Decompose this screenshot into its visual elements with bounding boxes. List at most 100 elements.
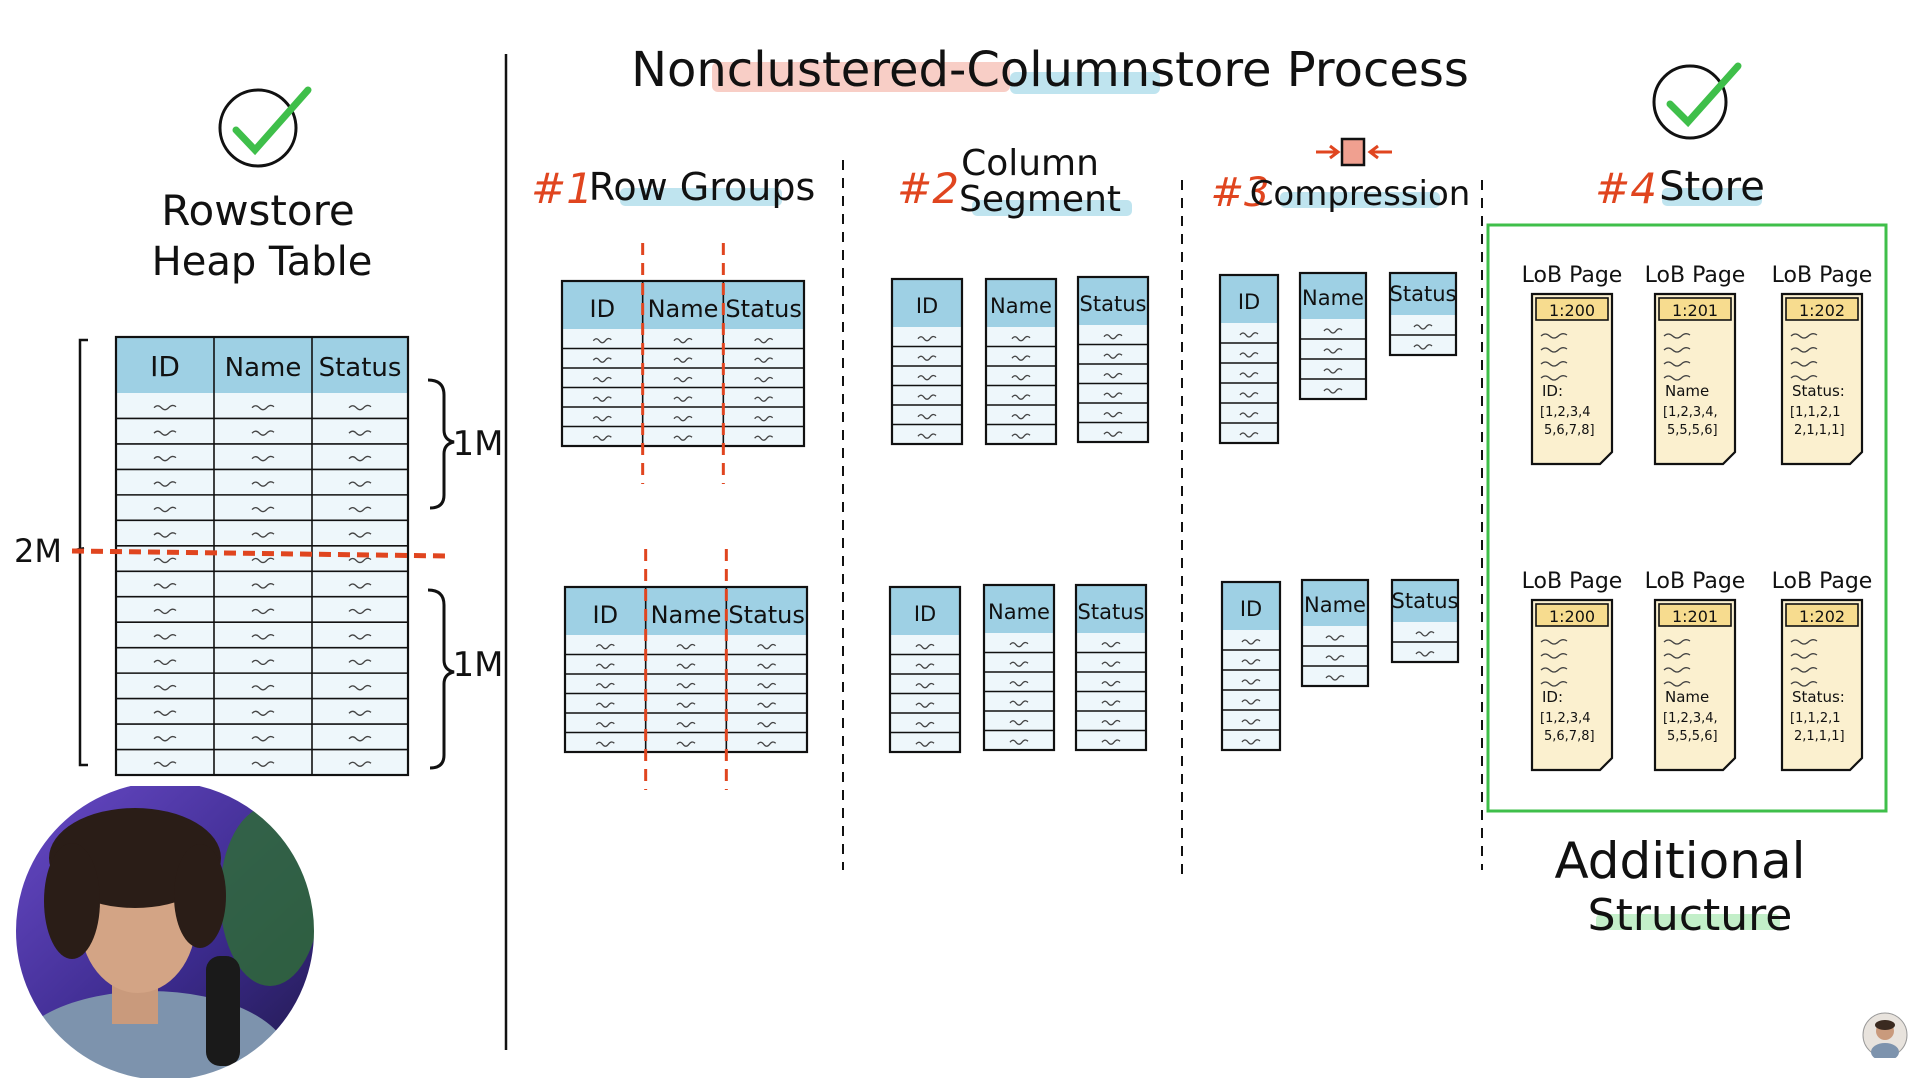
cell-scribble <box>348 684 372 691</box>
cell-scribble <box>1011 433 1031 439</box>
segment-header-name: Name <box>988 600 1050 624</box>
cell-scribble <box>1011 394 1031 400</box>
cell-scribble <box>153 506 177 513</box>
segment-header-name: Name <box>1302 286 1364 310</box>
cell-scribble <box>754 357 774 363</box>
cell-scribble <box>1009 739 1029 745</box>
title-highlight-blue <box>1010 72 1160 94</box>
cell-scribble <box>153 557 177 564</box>
cell-scribble <box>754 435 774 441</box>
cell-scribble <box>1540 681 1568 687</box>
cell-scribble <box>676 721 696 728</box>
step4-number: #4 <box>1595 164 1657 213</box>
cell-scribble <box>757 741 777 747</box>
compressed-bottom-id: ID <box>1220 580 1282 752</box>
cell-scribble <box>153 455 177 462</box>
segment-header-status: Status <box>1078 600 1145 624</box>
lob-page-field: ID: <box>1542 382 1563 400</box>
cell-scribble <box>153 710 177 716</box>
segment-bottom-status: Status <box>1074 583 1148 752</box>
cell-scribble <box>1239 432 1259 438</box>
lob-page-values-1: [1,1,2,1 <box>1790 711 1841 726</box>
lob-page-values-2: 2,1,1,1] <box>1794 423 1845 438</box>
cell-scribble <box>153 404 177 411</box>
compressed-top-status: Status <box>1388 271 1458 357</box>
segment-header-name: Name <box>990 294 1052 318</box>
cell-scribble <box>251 455 275 462</box>
cell-scribble <box>595 643 615 650</box>
step2-highlight <box>972 200 1132 216</box>
cell-scribble <box>676 682 696 689</box>
cell-scribble <box>348 608 372 615</box>
compressed-bottom-status: Status <box>1390 578 1460 664</box>
lob-page-label: LoB Page <box>1645 263 1746 288</box>
step4-highlight <box>1662 188 1762 206</box>
cell-scribble <box>1101 700 1121 706</box>
cell-scribble <box>348 761 372 767</box>
lob-page-label: LoB Page <box>1645 569 1746 594</box>
rowstore-subtitle: Heap Table <box>152 239 373 285</box>
cell-scribble <box>1323 388 1343 394</box>
cell-scribble <box>1323 348 1343 354</box>
cell-scribble <box>1323 368 1343 374</box>
cell-scribble <box>1241 719 1261 725</box>
cell-scribble <box>1103 411 1123 418</box>
check-circle-icon <box>218 86 312 168</box>
cell-scribble <box>1009 641 1029 648</box>
cell-scribble <box>348 659 372 666</box>
cell-scribble <box>1790 639 1818 645</box>
cell-scribble <box>1540 667 1568 673</box>
cell-scribble <box>915 702 935 708</box>
cell-scribble <box>251 608 275 615</box>
col-header-name: Name <box>648 295 719 323</box>
cell-scribble <box>348 506 372 513</box>
cell-scribble <box>251 761 275 767</box>
lob-page-values-2: 2,1,1,1] <box>1794 729 1845 744</box>
segment-header-id: ID <box>916 294 938 318</box>
col-header-status: Status <box>725 295 801 323</box>
cell-scribble <box>915 741 935 747</box>
cell-scribble <box>251 634 275 640</box>
col-header-status: Status <box>728 601 804 629</box>
cell-scribble <box>1011 335 1031 342</box>
cell-scribble <box>153 532 177 538</box>
cell-scribble <box>1325 655 1345 661</box>
cell-scribble <box>1241 639 1261 645</box>
cell-scribble <box>917 355 937 361</box>
cell-scribble <box>1323 328 1343 334</box>
lob-page-field: Name <box>1665 382 1709 400</box>
lob-page-field: Status: <box>1792 688 1845 706</box>
lob-page-values-1: [1,2,3,4, <box>1663 405 1718 420</box>
cell-scribble <box>1415 631 1435 637</box>
cell-scribble <box>757 721 777 728</box>
cell-scribble <box>595 702 615 708</box>
cell-scribble <box>251 583 275 589</box>
cell-scribble <box>1325 675 1345 681</box>
cell-scribble <box>754 396 774 402</box>
lob-page-field: Name <box>1665 688 1709 706</box>
cell-scribble <box>592 396 612 402</box>
cell-scribble <box>1103 353 1123 359</box>
cell-scribble <box>348 430 372 436</box>
cell-scribble <box>917 394 937 400</box>
step3-label: Compression <box>1250 174 1471 214</box>
rowstore-table: ID Name Status <box>114 335 410 777</box>
cell-scribble <box>348 735 372 742</box>
label-lower-1m: 1M <box>453 645 504 685</box>
compressed-bottom-name: Name <box>1300 578 1370 688</box>
lob-page-id: 1:201 <box>1672 607 1718 626</box>
step4-label: Store <box>1659 164 1765 210</box>
lob-page-id: 1:202 <box>1799 301 1845 320</box>
cell-scribble <box>251 659 275 666</box>
title-highlight <box>712 62 1010 92</box>
cell-scribble <box>1663 347 1691 353</box>
cell-scribble <box>1009 661 1029 667</box>
additional-line2: Structure <box>1588 890 1793 941</box>
cell-scribble <box>1103 392 1123 398</box>
step1-highlight <box>620 188 782 206</box>
additional-highlight <box>1596 914 1780 930</box>
segment-top-status: Status <box>1076 275 1150 444</box>
step1-label: Row Groups <box>589 165 816 209</box>
